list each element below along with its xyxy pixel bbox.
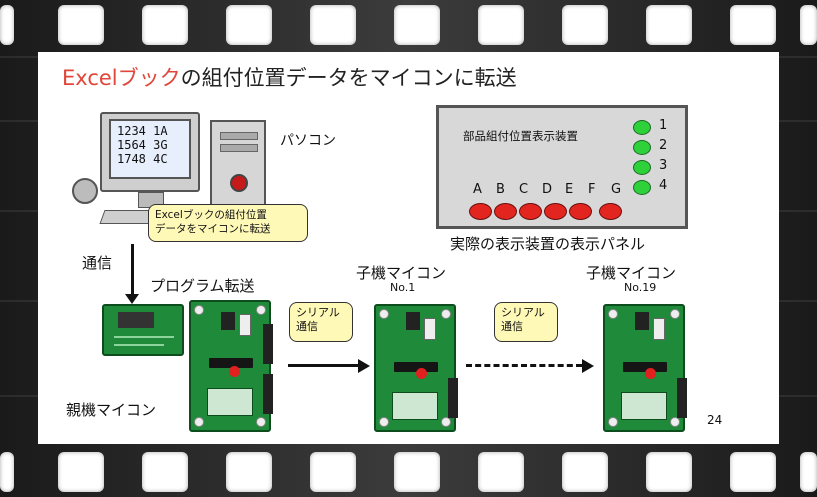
child19-label: 子機マイコン [586, 264, 677, 282]
screen-line: 1564 3G [117, 138, 168, 152]
title-text: の組付位置データをマイコンに転送 [180, 66, 517, 90]
red-led-e [569, 203, 592, 220]
pc-label: パソコン [280, 133, 336, 149]
callout-line: Excelブックの組付位置 [155, 209, 267, 221]
monitor-screen: 1234 1A 1564 3G 1748 4C [109, 119, 191, 179]
column-letter: F [588, 182, 596, 197]
column-letter: A [473, 182, 482, 197]
row-number: 2 [659, 138, 668, 153]
speaker-icon [72, 178, 98, 204]
serial-arrow-2-head [582, 359, 594, 373]
callout-line: 通信 [501, 320, 523, 333]
slide: Excelブックの組付位置データをマイコンに転送 1234 1A 1564 3G… [38, 52, 779, 444]
page-number: 24 [707, 413, 723, 427]
screen-line: 1748 4C [117, 152, 168, 166]
callout-line: データをマイコンに転送 [155, 223, 271, 235]
callout-line: 通信 [296, 320, 318, 333]
serial-arrow-2-shaft [466, 364, 582, 367]
red-led-b [494, 203, 517, 220]
parent-mcu-label: 親機マイコン [66, 401, 157, 419]
child1-label: 子機マイコン [356, 264, 447, 282]
red-led-d [544, 203, 567, 220]
serial-arrow-1-head [358, 359, 370, 373]
column-letter: C [519, 182, 529, 197]
comm-arrow-shaft [131, 244, 134, 296]
column-letter: D [542, 182, 553, 197]
green-led-3 [633, 160, 651, 175]
parent-board [189, 300, 273, 432]
comm-arrow-head [125, 294, 139, 304]
column-letter: B [496, 182, 505, 197]
serial-callout-2: シリアル 通信 [494, 302, 558, 342]
child19-board [603, 304, 687, 432]
panel-heading: 部品組付位置表示装置 [463, 129, 578, 143]
program-transfer-label: プログラム転送 [150, 277, 255, 295]
column-letter: E [565, 182, 574, 197]
child19-number: No.19 [624, 281, 657, 294]
red-led-c [519, 203, 542, 220]
programmer-board [102, 304, 184, 356]
pc-callout: Excelブックの組付位置 データをマイコンに転送 [148, 204, 308, 242]
serial-callout-1: シリアル 通信 [289, 302, 353, 342]
green-led-4 [633, 180, 651, 195]
red-led-a [469, 203, 492, 220]
callout-line: シリアル [296, 306, 340, 319]
comm-label: 通信 [82, 254, 113, 272]
callout-line: シリアル [501, 306, 545, 319]
column-letter: G [611, 182, 622, 197]
title-excel-book: Excelブック [62, 66, 181, 90]
row-number: 4 [659, 178, 668, 193]
serial-arrow-1-shaft [288, 364, 360, 367]
screen-line: 1234 1A [117, 124, 168, 138]
green-led-1 [633, 120, 651, 135]
row-number: 3 [659, 158, 668, 173]
red-led-f [599, 203, 622, 220]
row-number: 1 [659, 118, 668, 133]
display-panel: 部品組付位置表示装置 1 2 3 4 A B C D E F G [436, 105, 688, 229]
child1-number: No.1 [390, 281, 416, 294]
child1-board [374, 304, 458, 432]
panel-caption: 実際の表示装置の表示パネル [450, 235, 646, 253]
green-led-2 [633, 140, 651, 155]
slide-title: Excelブックの組付位置データをマイコンに転送 [62, 62, 517, 92]
tower-icon [210, 120, 266, 206]
